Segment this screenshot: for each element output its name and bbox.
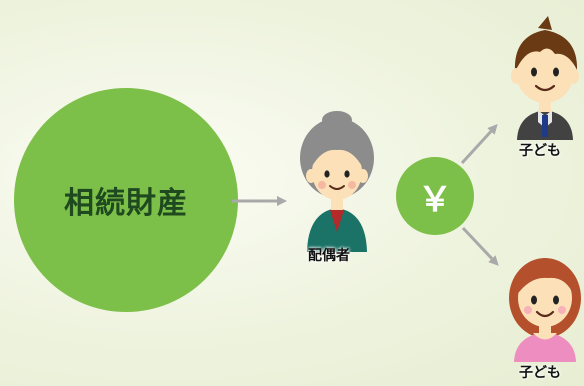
spouse-label: 配偶者: [308, 248, 350, 264]
estate-circle: 相続財産: [14, 88, 238, 312]
arrow-icon: [460, 124, 498, 165]
yen-icon: ￥: [418, 179, 452, 220]
arrow-icon: [461, 226, 499, 266]
arrow-to-top-child: [460, 124, 498, 165]
elderly-woman-icon: [300, 111, 374, 252]
child-top-label: 子ども: [519, 143, 561, 159]
yen-circle: ￥: [396, 157, 474, 235]
estate-label: 相続財産: [64, 186, 188, 221]
child-bottom-label: 子ども: [519, 365, 561, 381]
girl-icon: [509, 258, 581, 362]
boy-icon: [511, 16, 579, 140]
arrow-to-bottom-child: [461, 226, 499, 266]
